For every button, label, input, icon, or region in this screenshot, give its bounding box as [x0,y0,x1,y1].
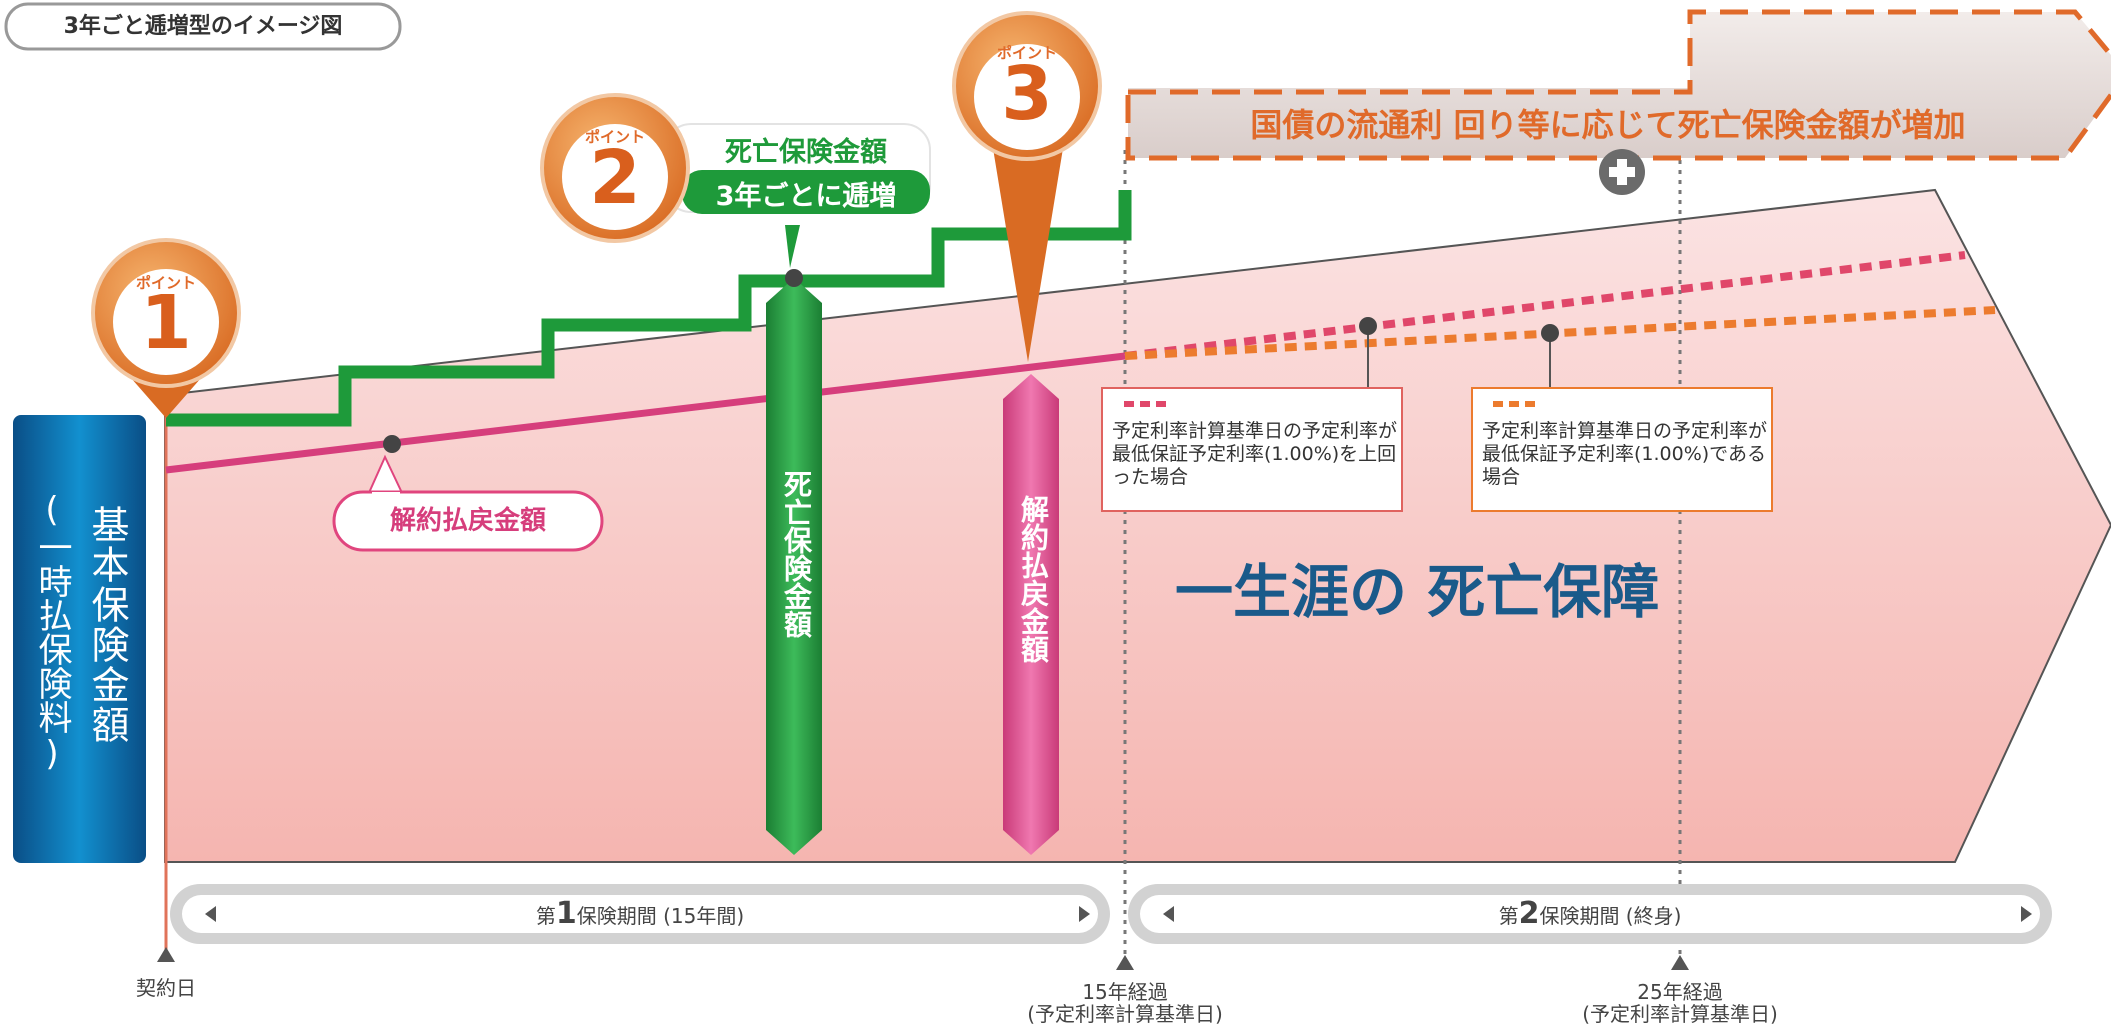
year15-marker [1116,955,1134,970]
lifetime-coverage-label: 一生涯の 死亡保障 [1175,558,1660,626]
year15-label: 15年経過 [1082,980,1168,1004]
period2-number: 2 [1518,896,1540,931]
death-benefit-staircase [166,190,1132,427]
point3-pin [952,11,1102,362]
point3-label: ポイント [996,44,1057,62]
year15-sublabel: (予定利率計算基準日) [1027,1002,1223,1026]
period2-bar [1128,884,2052,944]
contract-marker [157,947,175,962]
point1-number: 1 [140,280,192,366]
point2-pin [540,93,690,243]
year25-marker [1671,955,1689,970]
contract-date-label: 契約日 [136,976,196,1000]
above-dot [1359,317,1377,335]
surrender-callout [332,454,604,552]
surrender-bar-label: 解約払戻金額 [1017,495,1050,663]
point2-callout-line2: 3年ごとに逓増 [715,181,897,212]
page-title: 3年ごと逓増型のイメージ図 [63,14,343,39]
surrender-callout-label: 解約払戻金額 [389,506,546,536]
equal-dot [1541,324,1559,342]
period2-suffix: 保険期間 (終身) [1539,904,1682,928]
point1-label: ポイント [135,274,196,292]
period1-bar [170,884,1110,944]
legend-text-equal: 予定利率計算基準日の予定利率が最低保証予定利率(1.00%)である場合 [1482,420,1768,488]
point2-number: 2 [589,135,641,221]
legend-box-equal [1471,387,1773,512]
year25-label: 25年経過 [1637,980,1723,1004]
point2-label: ポイント [584,128,645,146]
death-bar-label: 死亡保険金額 [780,470,813,638]
period2-label: 第2保険期間 (終身) [1140,895,2040,933]
legend-box-above [1101,387,1403,512]
increase-banner [1125,9,2111,161]
point2-callout [664,123,931,268]
premium-label: (一時払保険料) [32,490,72,774]
plus-icon [1599,149,1645,195]
surrender-bar [1003,374,1059,855]
point1-pin [91,238,241,418]
base-amount-label: 基本保険金額 [85,505,129,745]
period1-prefix: 第 [535,904,556,928]
legend-text-above: 予定利率計算基準日の予定利率が最低保証予定利率(1.00%)を上回った場合 [1112,420,1398,488]
surrender-value-line [165,352,1126,474]
increase-banner-text: 国債の流通利 回り等に応じて死亡保険金額が増加 [1250,106,1966,144]
title-tag [4,2,402,51]
year25-sublabel: (予定利率計算基準日) [1582,1002,1778,1026]
period1-suffix: 保険期間 (15年間) [576,904,745,928]
point2-callout-line1: 死亡保険金額 [725,137,887,168]
base-amount-bar [13,415,146,863]
period1-label: 第1保険期間 (15年間) [182,895,1098,933]
projection-equal-line [1124,306,1996,360]
projection-above-line [1124,251,1966,360]
death-benefit-bar [766,278,822,855]
period1-number: 1 [555,896,577,931]
point3-number: 3 [1001,51,1053,137]
surrender-dot [383,435,401,453]
period2-prefix: 第 [1498,904,1519,928]
